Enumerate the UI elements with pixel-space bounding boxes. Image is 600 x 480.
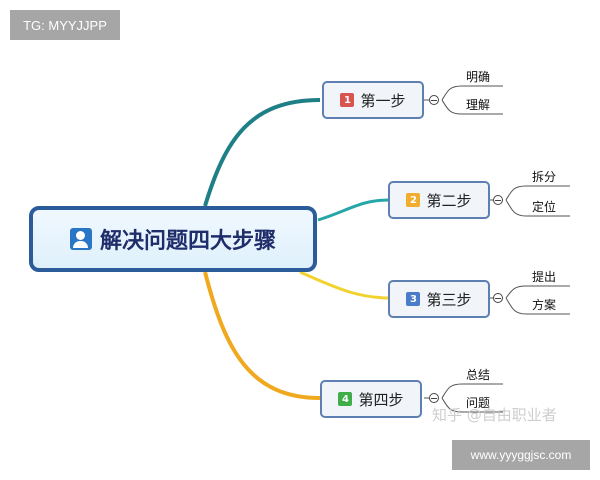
- collapse-toggle-2[interactable]: [493, 195, 503, 205]
- leaf-node[interactable]: 明确: [466, 70, 491, 84]
- step-node-4[interactable]: 4 第四步: [320, 380, 422, 418]
- step-number-badge: 3: [406, 292, 421, 306]
- step-node-3[interactable]: 3 第三步: [388, 280, 490, 318]
- step-number-badge: 4: [338, 392, 353, 406]
- step-node-1[interactable]: 1 第一步: [322, 81, 424, 119]
- leaf-node[interactable]: 理解: [466, 98, 491, 112]
- top-left-tag: TG: MYYJJPP: [10, 10, 120, 40]
- step-label: 第二步: [426, 191, 472, 210]
- leaf-node[interactable]: 提出: [532, 270, 557, 284]
- step-number-badge: 2: [406, 193, 421, 207]
- step-node-2[interactable]: 2 第二步: [388, 181, 490, 219]
- collapse-toggle-3[interactable]: [493, 293, 503, 303]
- leaf-node[interactable]: 总结: [466, 368, 491, 382]
- step-label: 第四步: [358, 390, 404, 409]
- step-label: 第三步: [426, 290, 472, 309]
- step-number-badge: 1: [340, 93, 355, 107]
- leaf-node[interactable]: 定位: [532, 200, 557, 214]
- person-icon: [69, 228, 92, 250]
- leaf-node[interactable]: 问题: [466, 396, 491, 410]
- leaf-node[interactable]: 方案: [532, 298, 557, 312]
- collapse-toggle-4[interactable]: [429, 393, 439, 403]
- branch-line-1: [203, 98, 321, 207]
- leaf-node[interactable]: 拆分: [532, 170, 557, 184]
- root-node[interactable]: 解决问题四大步骤: [29, 206, 317, 272]
- branch-line-4: [203, 271, 321, 400]
- branch-line-2: [317, 198, 391, 222]
- collapse-toggle-1[interactable]: [429, 95, 439, 105]
- branch-line-3: [299, 270, 391, 300]
- bottom-right-tag: www.yyyggjsc.com: [452, 440, 590, 470]
- watermark-text: 知乎 @自由职业者: [432, 406, 557, 424]
- step-label: 第一步: [360, 91, 406, 110]
- root-title: 解决问题四大步骤: [99, 229, 276, 254]
